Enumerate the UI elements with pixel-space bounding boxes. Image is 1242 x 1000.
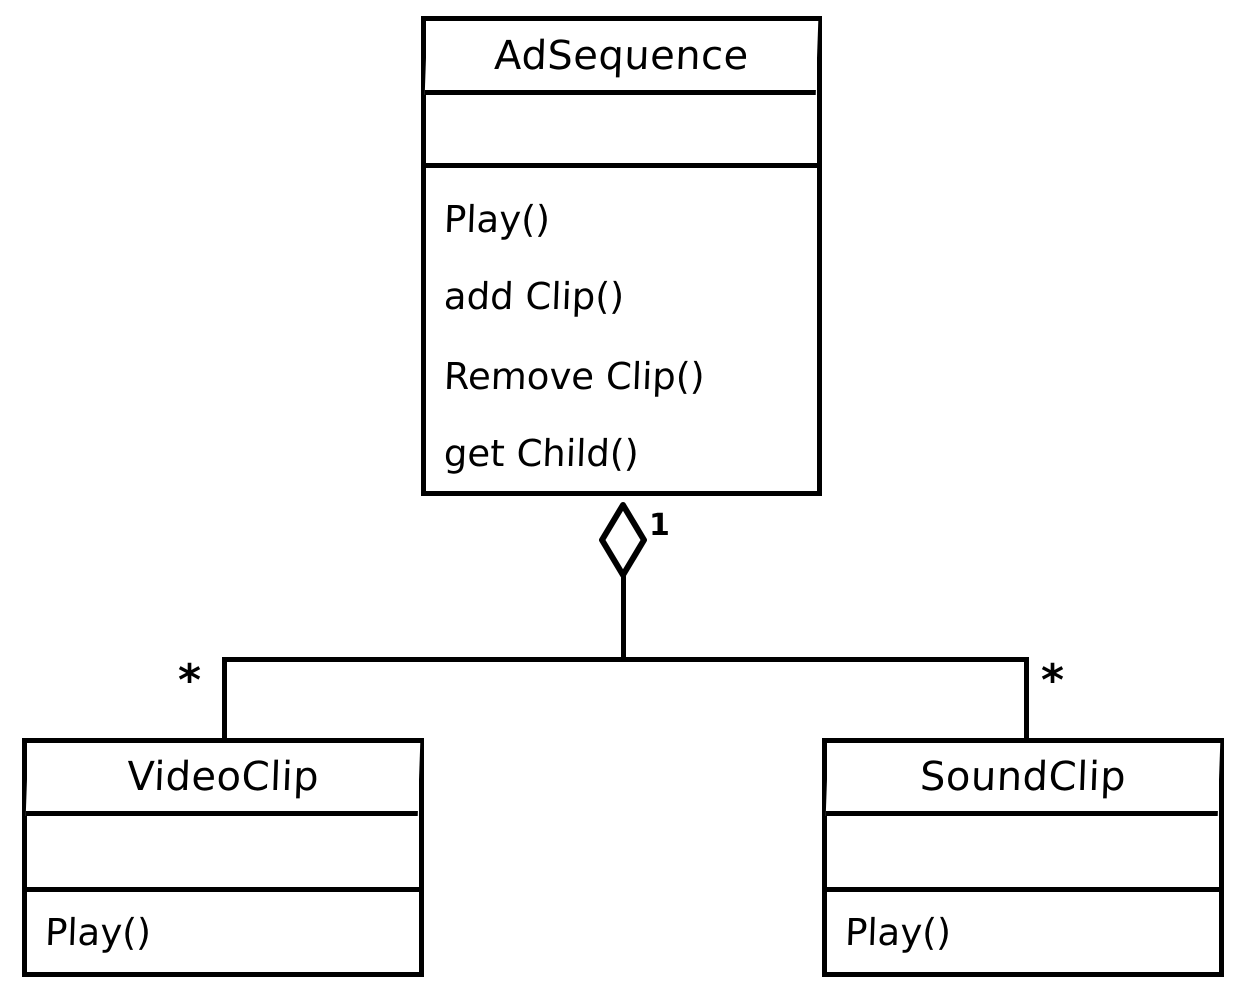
- method-row[interactable]: Remove Clip(): [443, 336, 819, 416]
- multiplicity-right-part: *: [1041, 655, 1065, 706]
- multiplicity-whole: 1: [649, 508, 670, 543]
- method-row[interactable]: Play(): [44, 911, 420, 954]
- class-name-compartment-videoclip: VideoClip: [25, 743, 421, 816]
- branch-edge-videoclip: [222, 657, 227, 741]
- branch-edge-soundclip: [1024, 657, 1029, 741]
- fork-horizontal-edge: [222, 657, 1029, 662]
- method-row[interactable]: Play(): [443, 182, 819, 256]
- attributes-compartment-adsequence: [426, 95, 817, 168]
- method-label: Play(): [44, 910, 152, 954]
- method-row[interactable]: Play(): [844, 911, 1220, 954]
- methods-compartment-videoclip: Play(): [27, 892, 419, 972]
- class-box-soundclip[interactable]: SoundClip Play(): [822, 738, 1224, 977]
- method-label: Play(): [443, 197, 551, 241]
- methods-compartment-adsequence: Play() add Clip() Remove Clip() get Chil…: [426, 168, 817, 491]
- attributes-compartment-videoclip: [27, 816, 419, 892]
- class-box-adsequence[interactable]: AdSequence Play() add Clip() Remove Clip…: [421, 16, 822, 496]
- multiplicity-left-part: *: [178, 655, 202, 706]
- method-label: Play(): [844, 910, 952, 954]
- method-row[interactable]: add Clip(): [443, 256, 819, 336]
- aggregation-diamond-icon: [598, 501, 648, 579]
- class-name-adsequence: AdSequence: [493, 32, 750, 79]
- method-label: add Clip(): [443, 274, 625, 318]
- method-label: Remove Clip(): [443, 354, 706, 398]
- aggregation-stem-edge: [621, 572, 626, 662]
- methods-compartment-soundclip: Play(): [827, 892, 1219, 972]
- method-label: get Child(): [443, 431, 640, 475]
- method-row[interactable]: get Child(): [443, 416, 819, 490]
- aggregation-diamond-svg: [599, 502, 647, 578]
- class-name-videoclip: VideoClip: [126, 754, 320, 800]
- class-box-videoclip[interactable]: VideoClip Play(): [22, 738, 424, 977]
- attributes-compartment-soundclip: [827, 816, 1219, 892]
- class-name-compartment-soundclip: SoundClip: [825, 743, 1221, 816]
- class-name-soundclip: SoundClip: [919, 754, 1127, 800]
- class-name-compartment-adsequence: AdSequence: [424, 21, 819, 95]
